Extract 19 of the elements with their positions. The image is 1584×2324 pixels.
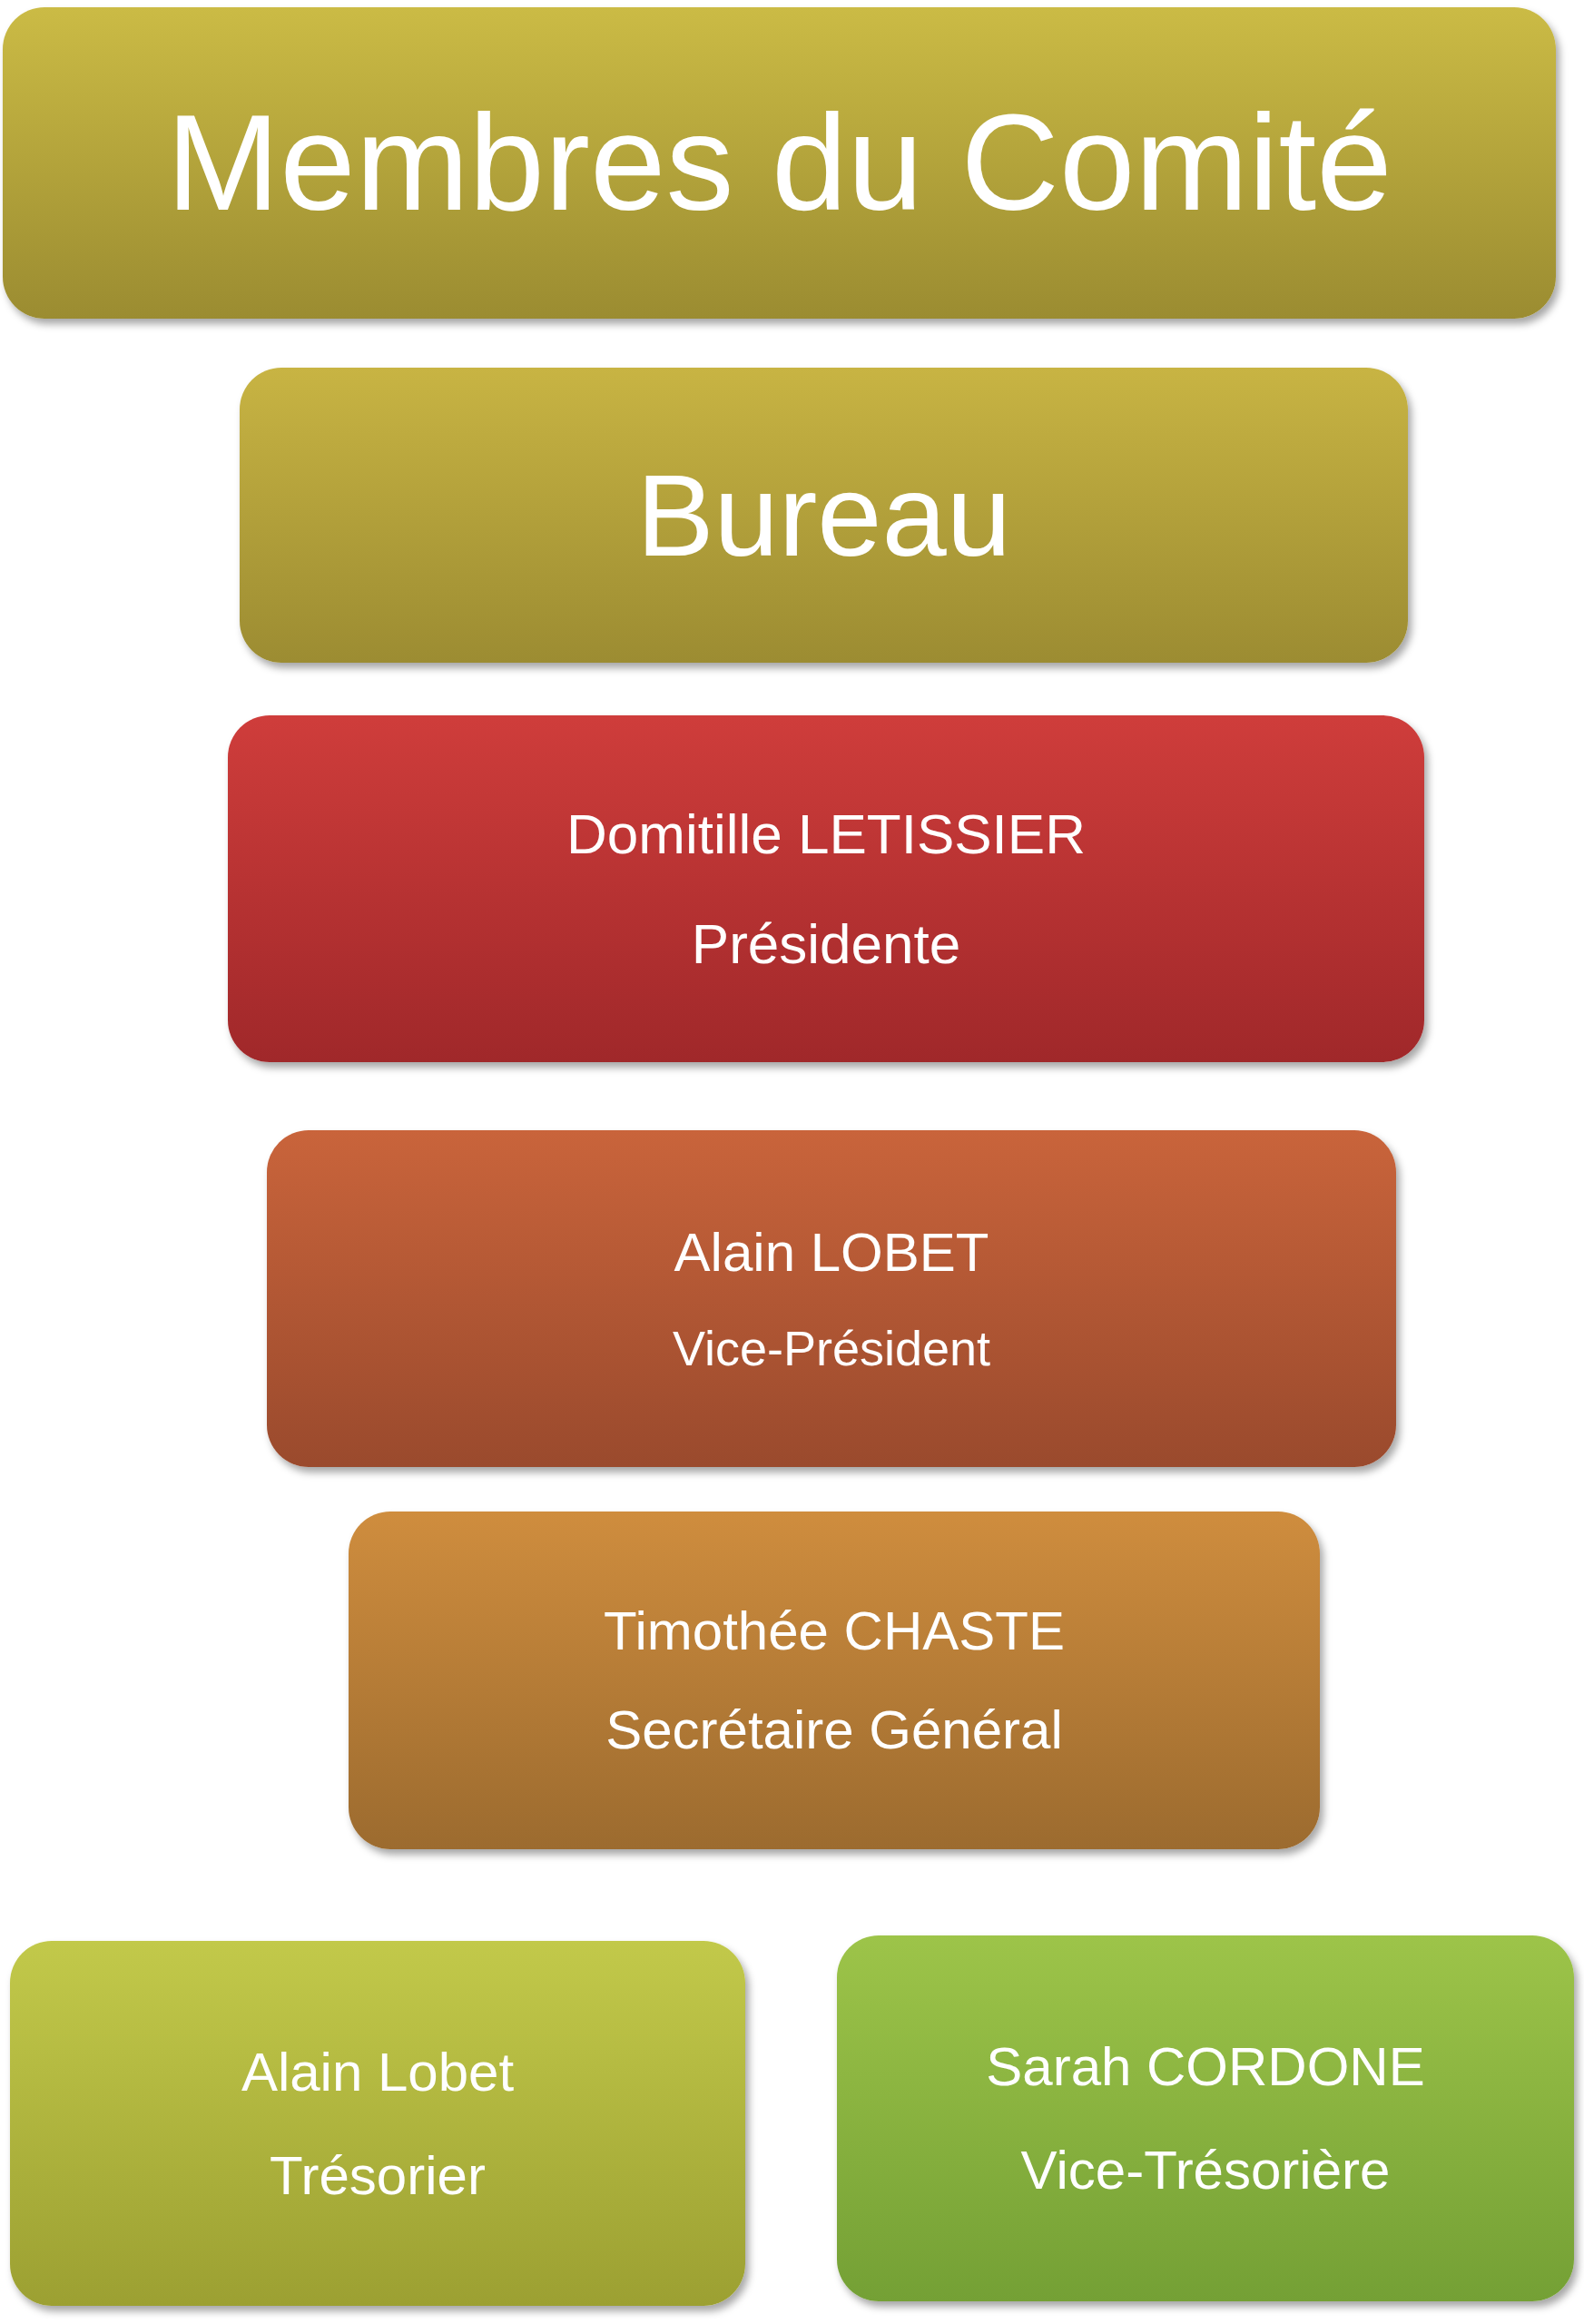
member-role: Secrétaire Général — [605, 1699, 1063, 1761]
heading-text: Bureau — [636, 448, 1011, 582]
heading-box — [3, 7, 1556, 319]
member-box — [228, 715, 1424, 1062]
member-box — [10, 1941, 745, 2306]
heading-text: Membres du Comité — [166, 85, 1392, 241]
member-box — [837, 1935, 1574, 2301]
member-box — [349, 1512, 1320, 1849]
member-name: Sarah CORDONE — [986, 2035, 1425, 2098]
member-role: Présidente — [691, 911, 961, 977]
heading-box — [240, 368, 1408, 663]
member-name: Alain Lobet — [241, 2040, 515, 2103]
member-role: Vice-Trésorière — [1020, 2139, 1391, 2201]
member-name: Timothée CHASTE — [604, 1600, 1065, 1662]
member-role: Trésorier — [270, 2143, 486, 2207]
member-role: Vice-Président — [672, 1319, 991, 1377]
member-name: Domitille LETISSIER — [566, 801, 1086, 866]
member-name: Alain LOBET — [674, 1220, 989, 1284]
member-box — [267, 1130, 1396, 1467]
